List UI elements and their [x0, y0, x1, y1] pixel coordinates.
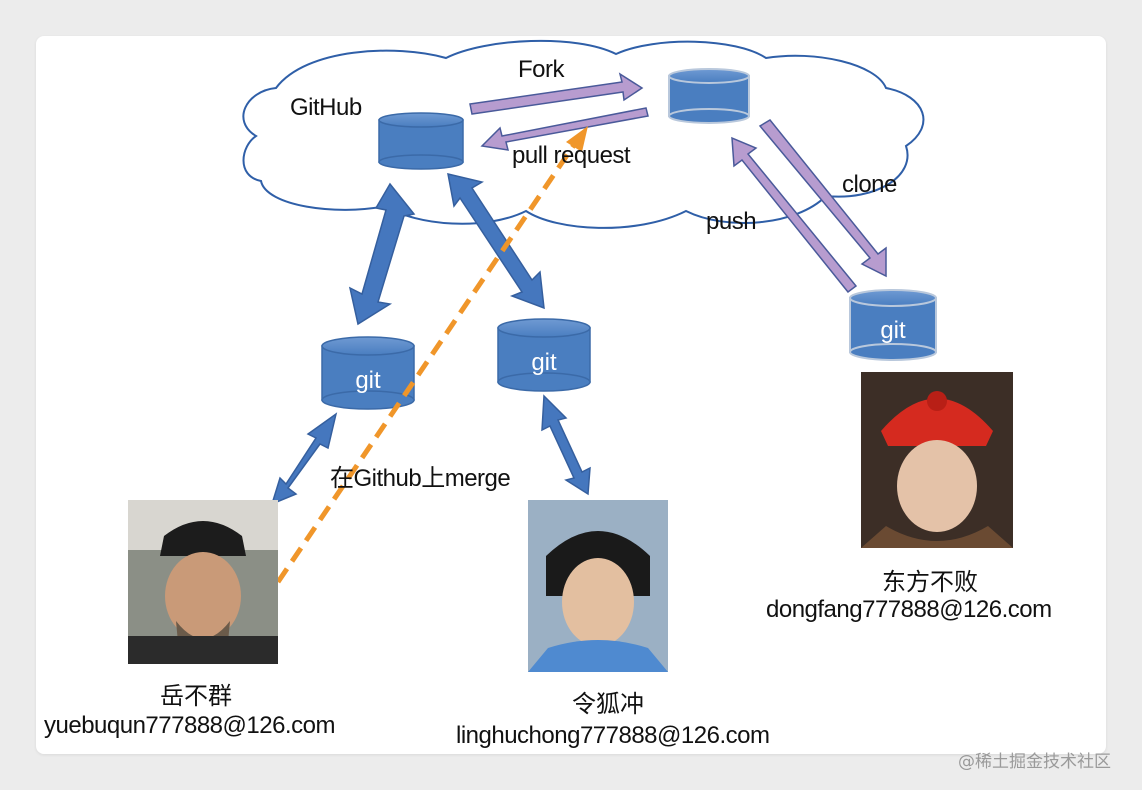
dongfang-email: dongfang777888@126.com [766, 596, 1052, 623]
pull-request-arrow [480, 107, 649, 151]
dongfang-repo-label: git [880, 317, 906, 344]
linghuchong-local-repo: git [497, 318, 591, 392]
linghuchong-sync-arrow [541, 394, 591, 496]
linghuchong-repo-label: git [531, 349, 557, 376]
github-fork-repo [668, 68, 750, 124]
dongfang-local-repo: git [849, 289, 937, 361]
yuebuqun-photo [128, 500, 278, 664]
fork-arrow [469, 72, 644, 115]
yuebuqun-repo-label: git [355, 367, 381, 394]
watermark: @稀土掘金技术社区 [958, 752, 1111, 772]
pull-request-label: pull request [512, 142, 631, 169]
yuebuqun-sync-arrow [270, 412, 338, 506]
left-sync-arrow [348, 182, 416, 326]
merge-dashed-arrowhead [566, 126, 588, 152]
merge-label: 在Github上merge [330, 465, 511, 492]
clone-label: clone [842, 171, 897, 198]
push-label: push [706, 208, 757, 235]
linghuchong-email: linghuchong777888@126.com [456, 722, 770, 749]
diagram-svg: git git git [128, 39, 1013, 672]
yuebuqun-email: yuebuqun777888@126.com [44, 712, 335, 739]
merge-dashed-line [275, 140, 579, 584]
diagram-canvas: git git git [36, 36, 1106, 754]
github-label: GitHub [290, 94, 362, 121]
yuebuqun-local-repo: git [321, 336, 415, 410]
yuebuqun-name: 岳不群 [160, 682, 232, 710]
linghuchong-photo [528, 500, 668, 672]
clone-arrow [758, 119, 887, 278]
fork-label: Fork [518, 56, 565, 83]
middle-sync-arrow [447, 173, 545, 310]
dongfang-name: 东方不败 [882, 568, 978, 596]
linghuchong-name: 令狐冲 [572, 690, 644, 718]
dongfang-photo [861, 372, 1013, 548]
github-main-repo [378, 112, 464, 170]
push-arrow [731, 136, 858, 294]
